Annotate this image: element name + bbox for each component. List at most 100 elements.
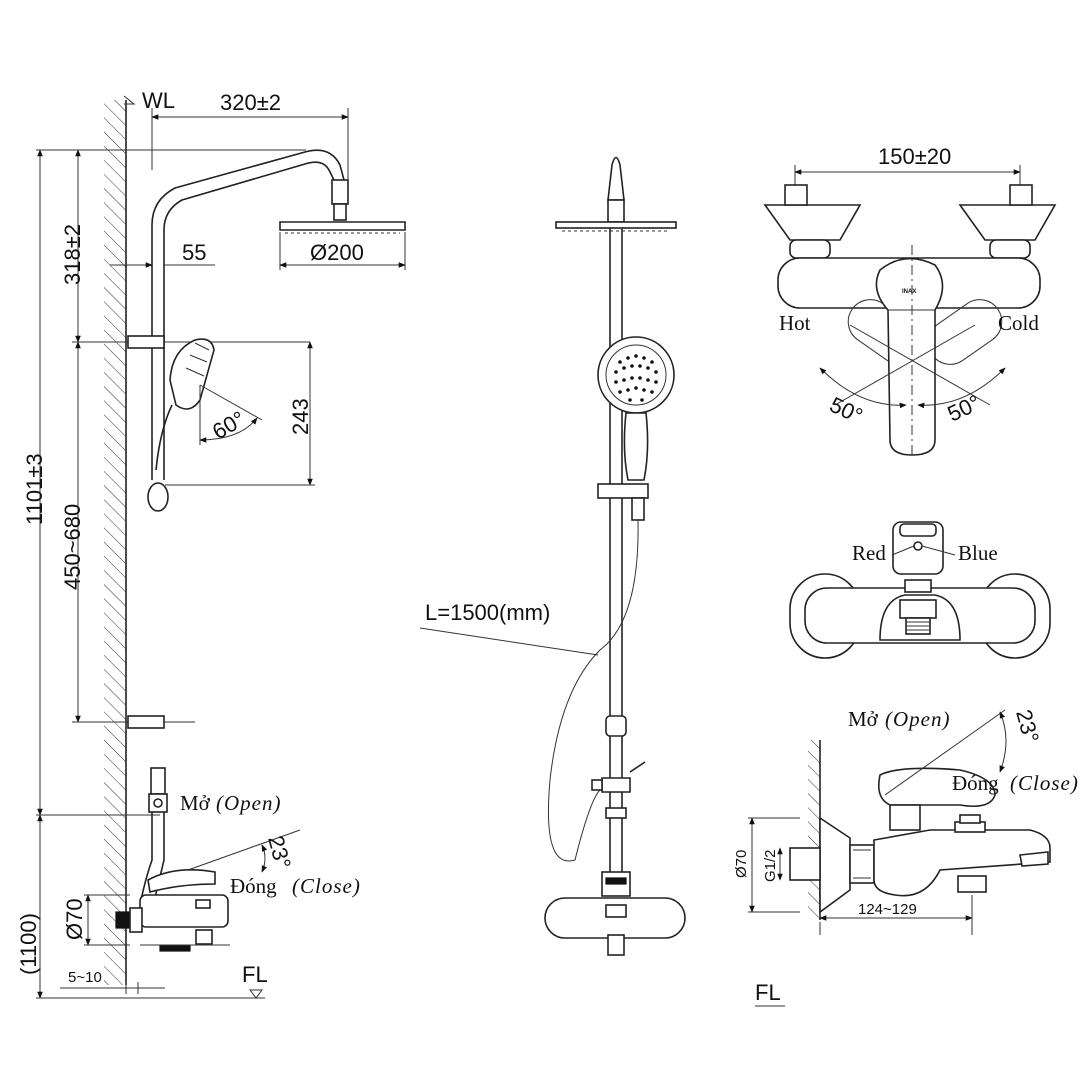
- angle-arc-23-right: [999, 711, 1007, 773]
- hand-shower-face-ring: [605, 344, 667, 406]
- angle-23-left-label: 23°: [263, 833, 296, 872]
- mixer-side-view: 23° Mở (Open) Đóng (Close) Ø70 G1/2 124~…: [733, 707, 1079, 1007]
- dim-243-label: 243: [288, 398, 313, 435]
- wall-bracket-top: [127, 335, 165, 349]
- mixer-handle-front: [605, 904, 627, 918]
- angle-23-right-label: 23°: [1011, 707, 1044, 746]
- top-view: 150±20 INAX 50° 50° Hot Cold: [763, 144, 1057, 458]
- bottom-outlet-side: [957, 875, 987, 893]
- lever-open-line-right: [884, 709, 1006, 796]
- angle-arc-hot: [819, 367, 907, 409]
- diverter-front: [601, 777, 631, 793]
- nut-side: [849, 844, 875, 884]
- wall-eccentric: [115, 911, 131, 929]
- dim-450-label: 450~680: [60, 504, 85, 590]
- brand-logo: INAX: [902, 289, 916, 295]
- diverter-knob-front: [629, 761, 646, 773]
- hose-nut: [631, 497, 645, 521]
- hose-leader: [419, 627, 599, 656]
- hand-shower-nozzles: [614, 354, 658, 402]
- slider-bracket: [597, 483, 649, 499]
- hose: [547, 519, 639, 862]
- dim-320-label: 320±2: [220, 90, 281, 115]
- eccentric-side: [789, 847, 821, 881]
- fl-left-label: FL: [242, 962, 268, 987]
- angle-arc-cold: [917, 367, 1006, 409]
- dim-124-label: 124~129: [858, 901, 917, 918]
- left-flange-top: [763, 204, 862, 241]
- rain-shower-front: [555, 221, 677, 229]
- dim-1100-label: (1100): [16, 913, 41, 975]
- dim-318-label: 318±2: [60, 224, 85, 285]
- close-label-vn: Đóng: [230, 874, 277, 898]
- spout-front-2: [899, 599, 937, 619]
- right-eccentric-top: [1009, 184, 1033, 206]
- close-label-en: (Close): [292, 874, 361, 898]
- lever-side-2: [877, 767, 996, 808]
- dim-55-label: 55: [182, 240, 206, 265]
- dim-70-right-label: Ø70: [733, 850, 750, 878]
- spout-tip-side: [1019, 851, 1049, 867]
- hand-shower-face: [185, 342, 210, 377]
- open-right-en: (Open): [885, 707, 950, 731]
- close-right-en: (Close): [1010, 771, 1079, 795]
- arm-connector: [331, 179, 349, 205]
- close-right-vn: Đóng: [952, 771, 999, 795]
- diverter-cap: [195, 899, 211, 909]
- angle-right-label: 50°: [944, 390, 985, 427]
- angle-arc-60: [199, 417, 258, 443]
- wall-bracket-bottom: [127, 715, 165, 729]
- diverter-top: [150, 767, 166, 795]
- cartridge-nut: [904, 579, 932, 593]
- cartridge-cap: [899, 523, 937, 537]
- rod-joint: [605, 715, 627, 737]
- angle-arc-23: [261, 844, 268, 873]
- rod-top: [607, 156, 625, 201]
- mixer-body-side-2: [873, 829, 1051, 897]
- mixer-cartridge-band: [605, 877, 627, 885]
- blue-leader: [921, 545, 956, 556]
- dim-1101-label: 1101±3: [22, 453, 47, 525]
- indicator-dot: [913, 541, 923, 551]
- flange-side: [819, 816, 851, 914]
- angle-line: [199, 384, 263, 421]
- wall-hatch: [104, 100, 126, 985]
- fl-right-label: FL: [755, 980, 781, 1005]
- arm-connector-2: [333, 203, 347, 221]
- open-label-vn: Mở: [180, 791, 211, 815]
- dim-5-10-label: 5~10: [68, 969, 102, 986]
- wl-label: WL: [142, 88, 175, 113]
- side-view: WL 320±2 Ø200 55 318±2 450~680 1101±3: [16, 88, 406, 999]
- front-view: L=1500(mm): [419, 156, 686, 956]
- hand-shower-side: [169, 338, 215, 410]
- hand-shower-handle: [155, 404, 173, 471]
- red-leader: [891, 545, 915, 556]
- wall-flange: [129, 907, 143, 933]
- mixer-front-view: Red Blue: [789, 521, 1051, 659]
- right-flange-top: [958, 204, 1057, 241]
- hot-label: Hot: [779, 311, 811, 335]
- wl-marker: [123, 95, 136, 105]
- diverter-knob: [153, 798, 163, 808]
- mixer-body-front: [544, 897, 686, 939]
- spout-side: [195, 929, 213, 945]
- angle-60-label: 60°: [208, 406, 249, 444]
- rod-nut: [605, 807, 627, 819]
- diverter-outlet: [591, 779, 603, 791]
- angle-left-label: 50°: [826, 392, 867, 429]
- rain-shower-head: [279, 221, 406, 231]
- blue-label: Blue: [958, 541, 998, 565]
- red-label: Red: [852, 541, 886, 565]
- fl-marker: [249, 989, 263, 999]
- diverter-cap-side: [959, 814, 981, 824]
- mixer-lever-side: [147, 868, 216, 893]
- hand-shower-handle-front: [623, 412, 649, 481]
- cartridge-side: [889, 804, 921, 831]
- spout-front: [607, 934, 625, 956]
- rod-top-connector: [607, 199, 625, 223]
- open-label-en: (Open): [216, 791, 281, 815]
- dim-70-left-label: Ø70: [62, 898, 87, 940]
- cold-label: Cold: [998, 311, 1039, 335]
- open-right-vn: Mở: [848, 707, 879, 731]
- dim-g12-label: G1/2: [762, 849, 779, 882]
